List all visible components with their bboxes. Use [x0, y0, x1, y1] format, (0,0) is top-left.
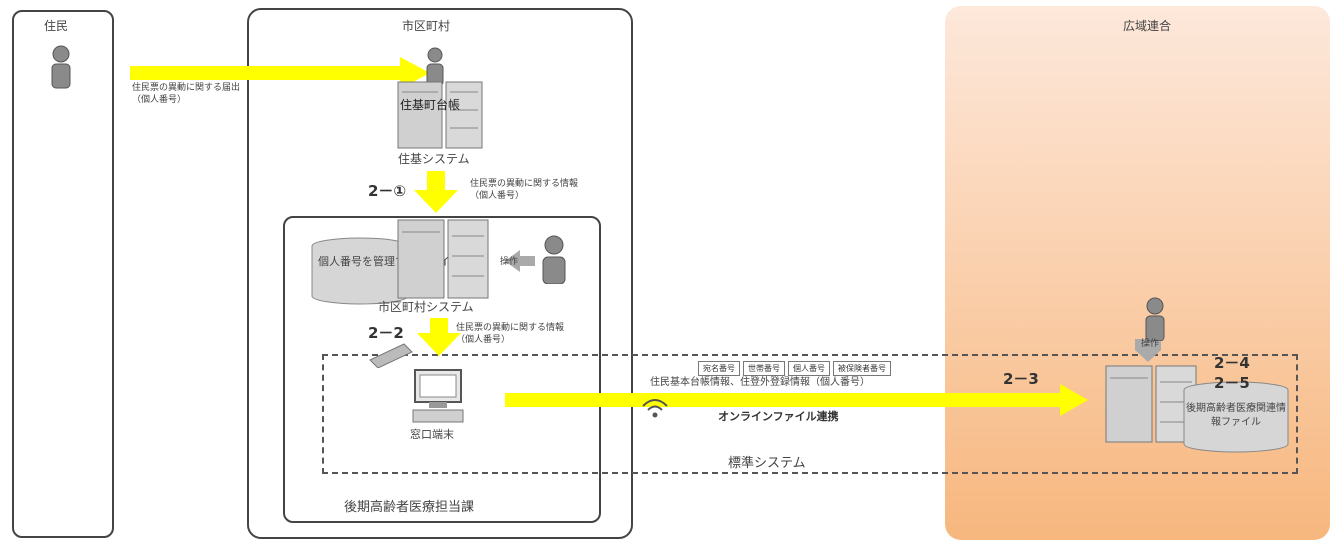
info2-note-line2: （個人番号）	[456, 335, 511, 346]
info1-note: 住民票の異動に関する情報 （個人番号）	[470, 178, 578, 202]
step1-arrow	[414, 171, 458, 213]
id-tags: 宛名番号 世帯番号 個人番号 被保険者番号	[698, 361, 891, 376]
step-2-5: 2－5	[1214, 374, 1250, 392]
report-note-line2: （個人番号）	[132, 95, 187, 106]
online-link-label: オンラインファイル連携	[718, 410, 839, 423]
registry-server-icon	[397, 81, 483, 149]
step-2-4: 2－4	[1214, 354, 1250, 372]
operator-person-icon	[542, 235, 566, 284]
union-title: 広域連合	[1123, 19, 1172, 33]
municipality-panel	[247, 8, 633, 539]
resident-panel	[12, 10, 114, 538]
resident-title: 住民	[44, 19, 69, 33]
union-person-icon	[1145, 297, 1165, 341]
info2-note: 住民票の異動に関する情報 （個人番号）	[456, 322, 564, 346]
municipal-system-label: 市区町村システム	[378, 300, 474, 314]
window-terminal-label: 窓口端末	[410, 428, 454, 441]
info2-note-line1: 住民票の異動に関する情報	[456, 323, 565, 333]
union-operation-arrow	[1135, 339, 1161, 362]
tag-individual-number: 個人番号	[788, 361, 830, 376]
report-note-line1: 住民票の異動に関する届出	[132, 83, 241, 93]
step-2-1: 2－①	[368, 182, 407, 200]
dept-title: 後期高齢者医療担当課	[344, 500, 475, 515]
step-2-2: 2－2	[368, 324, 404, 342]
tag-address-number: 宛名番号	[698, 361, 740, 376]
registry-title: 住基町台帳	[400, 98, 461, 112]
transfer-info-note: 住民基本台帳情報、住登外登録情報（個人番号）	[650, 377, 870, 388]
online-arrow	[505, 384, 1088, 416]
operation-arrow	[505, 250, 535, 272]
step-2-3: 2－3	[1003, 370, 1039, 388]
municipal-file-db-icon	[311, 237, 409, 305]
info1-note-line2: （個人番号）	[470, 191, 525, 202]
wifi-icon	[642, 399, 668, 418]
tag-insured-number: 被保険者番号	[833, 361, 891, 376]
union-file-label: 後期高齢者医療関連情報ファイル	[1186, 403, 1286, 428]
registry-person-icon	[426, 47, 444, 86]
municipality-title: 市区町村	[402, 19, 451, 33]
resident-person-icon	[51, 45, 71, 89]
municipal-server-icon	[397, 219, 489, 299]
municipal-file-label: 個人番号を管理するファイル	[318, 255, 461, 268]
registry-system-label: 住基システム	[398, 152, 470, 166]
card-reader-icon	[369, 343, 413, 368]
operation-note: 操作	[500, 257, 519, 267]
window-terminal-icon	[412, 369, 464, 423]
union-operation-note: 操作	[1141, 339, 1160, 349]
report-arrow	[130, 57, 430, 89]
step2-arrow	[417, 318, 461, 356]
report-note: 住民票の異動に関する届出 （個人番号）	[132, 82, 240, 106]
standard-system-frame	[322, 354, 1298, 474]
tag-household-number: 世帯番号	[743, 361, 785, 376]
union-file-db-icon	[1183, 381, 1289, 453]
info1-note-line1: 住民票の異動に関する情報	[470, 179, 579, 189]
standard-system-label: 標準システム	[728, 456, 806, 471]
